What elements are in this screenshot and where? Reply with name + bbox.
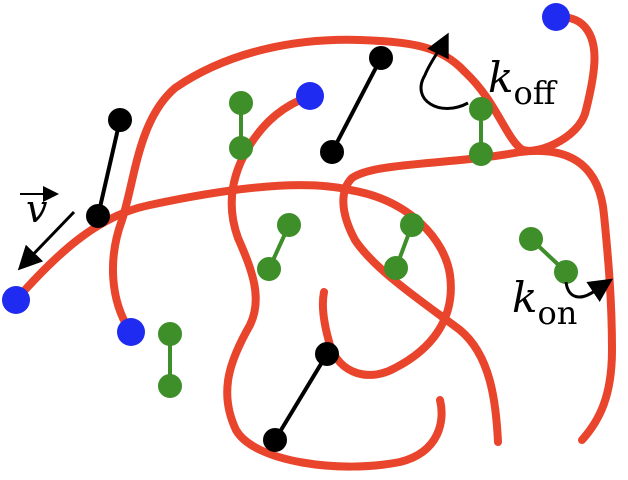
free-crosslinker xyxy=(257,213,301,281)
k-off-label: koff xyxy=(488,53,558,112)
filament-end-left xyxy=(2,286,30,314)
filament-end-lower-left xyxy=(117,318,145,346)
filament-end-center-top xyxy=(296,82,324,110)
filament-2 xyxy=(109,13,599,335)
k-on-label: kon xyxy=(512,273,577,332)
bound-crosslinker xyxy=(320,46,393,164)
velocity-indicator: v xyxy=(17,186,76,271)
k-on-arrow-icon xyxy=(564,278,613,302)
free-crosslinker xyxy=(469,97,493,166)
filament-end-top-right xyxy=(542,3,570,31)
free-crosslinker xyxy=(229,91,253,160)
bound-crosslinker xyxy=(263,342,339,452)
k-on-indicator: kon xyxy=(512,273,613,332)
k-off-arrow-icon xyxy=(419,32,469,110)
filament-4 xyxy=(339,146,617,446)
free-crosslinker xyxy=(158,322,182,398)
velocity-label: v xyxy=(26,187,48,231)
bound-crosslinkers xyxy=(86,46,393,452)
filament-1 xyxy=(12,181,455,379)
velocity-arrow-icon xyxy=(17,210,76,271)
free-crosslinker xyxy=(384,213,424,280)
k-off-indicator: koff xyxy=(419,32,558,112)
free-crosslinkers xyxy=(158,91,578,398)
filament-ends xyxy=(2,3,570,346)
bound-crosslinker xyxy=(86,108,132,228)
